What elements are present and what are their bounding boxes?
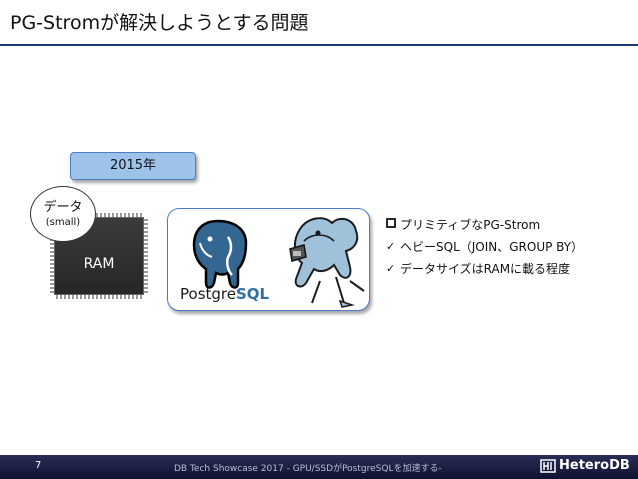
data-bubble-sublabel: (small) — [45, 217, 81, 228]
chip-pins-top — [56, 213, 142, 217]
list-item-text: データサイズはRAMに載る程度 — [400, 262, 571, 276]
title-divider — [0, 44, 638, 46]
brand-name: HeteroDB — [559, 458, 630, 473]
year-label: 2015年 — [70, 152, 196, 180]
chip-pins-right — [144, 219, 148, 293]
page-number: 7 — [35, 460, 42, 471]
ram-label: RAM — [54, 217, 144, 295]
heterodb-logo-icon — [540, 458, 556, 473]
data-bubble-label: データ — [43, 200, 83, 215]
bullet-list: プリミティブなPG-Strom ✓ ヘビーSQL（JOIN、GROUP BY） … — [386, 214, 583, 280]
footer-bar: 7 DB Tech Showcase 2017 - GPU/SSDがPostgr… — [0, 455, 638, 479]
chip-pins-bottom — [56, 295, 142, 299]
checkmark-icon: ✓ — [386, 240, 396, 253]
page-title: PG-Stromが解決しようとする問題 — [10, 12, 309, 34]
postgresql-wordmark: PostgreSQL — [180, 285, 269, 303]
list-item-text: プリミティブなPG-Strom — [400, 218, 541, 232]
postgresql-image: PostgreSQL — [167, 208, 370, 311]
ram-chip: RAM — [50, 213, 148, 299]
list-item: ✓ データサイズはRAMに載る程度 — [386, 258, 583, 280]
checkbox-icon — [386, 214, 396, 236]
wordmark-prefix: Postgre — [180, 285, 236, 303]
brand-logo: HeteroDB — [540, 458, 630, 473]
elephant-icon — [192, 217, 365, 308]
wordmark-suffix: SQL — [235, 285, 270, 303]
pg-strom-mascot-icon — [289, 217, 365, 308]
data-bubble: データ (small) — [30, 186, 96, 242]
checkmark-icon: ✓ — [386, 262, 396, 275]
list-item-text: ヘビーSQL（JOIN、GROUP BY） — [400, 240, 584, 254]
list-item: ✓ ヘビーSQL（JOIN、GROUP BY） — [386, 236, 583, 258]
list-item: プリミティブなPG-Strom — [386, 214, 583, 236]
chip-pins-left — [50, 219, 54, 293]
footer-text: DB Tech Showcase 2017 - GPU/SSDがPostgreS… — [174, 464, 442, 474]
